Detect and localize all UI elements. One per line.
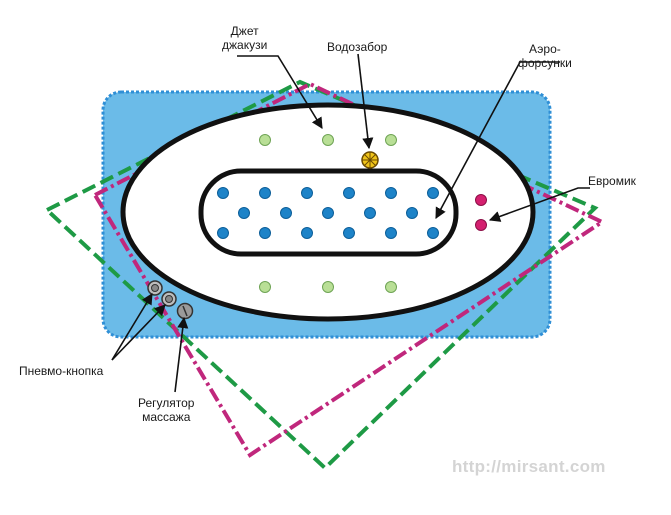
jet-nozzle	[322, 281, 334, 293]
aero-nozzle	[259, 227, 271, 239]
aero-nozzle	[217, 187, 229, 199]
aero-nozzle	[364, 207, 376, 219]
aero-nozzle	[301, 187, 313, 199]
jet-nozzle	[259, 281, 271, 293]
aero-nozzle	[301, 227, 313, 239]
euromic-nozzle	[475, 194, 487, 206]
aero-nozzle	[322, 207, 334, 219]
aero-pointer	[435, 61, 560, 219]
pointer-lines	[111, 53, 590, 393]
aero-nozzle	[343, 187, 355, 199]
euromic-label: Евромик	[588, 174, 636, 188]
aero-nozzle	[385, 187, 397, 199]
aero-nozzle	[406, 207, 418, 219]
regulator-pointer	[174, 316, 189, 393]
regulator-label: Регулятор массажа	[138, 396, 195, 424]
massage-regulator-icon	[176, 302, 194, 320]
pneumo-button-icon	[147, 280, 177, 307]
water-intake-label: Водозабор	[327, 40, 388, 54]
aero-nozzle	[217, 227, 229, 239]
pneumo-pointer-2	[111, 304, 166, 361]
aero-nozzle	[280, 207, 292, 219]
pneumo-pointer-1	[111, 293, 153, 361]
jet-nozzle	[259, 134, 271, 146]
jet-pointer	[237, 55, 323, 129]
aero-nozzle	[259, 187, 271, 199]
aero-nozzle	[385, 227, 397, 239]
aero-label: Аэро- форсунки	[518, 42, 572, 70]
pneumo-label: Пневмо-кнопка	[19, 364, 104, 378]
watermark: http://mirsant.com	[452, 457, 606, 476]
euromic-pointer	[488, 187, 590, 222]
aero-nozzle	[343, 227, 355, 239]
aero-nozzle	[427, 187, 439, 199]
water-intake-icon	[361, 151, 379, 169]
jet-nozzle	[385, 281, 397, 293]
euromic-nozzle	[475, 219, 487, 231]
jet-label: Джет джакузи	[222, 24, 268, 52]
aero-nozzle	[238, 207, 250, 219]
jet-nozzle	[385, 134, 397, 146]
water-intake-pointer	[357, 53, 374, 150]
jet-nozzle	[322, 134, 334, 146]
aero-nozzle	[427, 227, 439, 239]
